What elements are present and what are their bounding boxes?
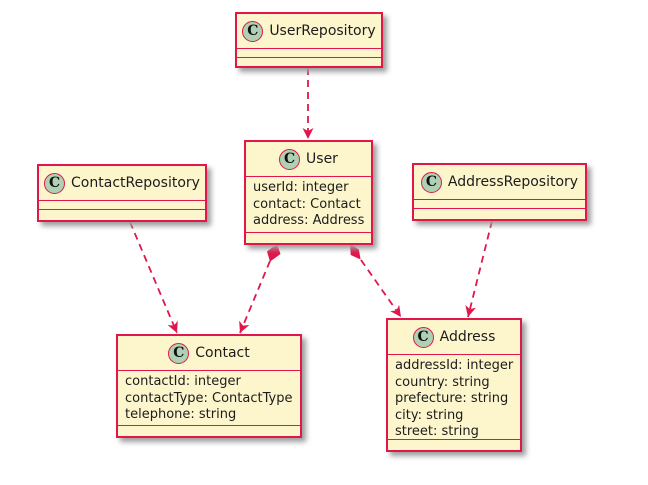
methods-compartment-empty xyxy=(414,209,585,219)
class-node-addressrepository: C AddressRepository xyxy=(412,163,587,221)
attribute-line: address: Address xyxy=(253,213,365,228)
attributes-compartment-empty xyxy=(39,201,205,210)
edge-user-to-contact xyxy=(239,260,271,334)
class-title: C AddressRepository xyxy=(414,165,585,200)
methods-compartment-empty xyxy=(39,210,205,220)
class-node-contact: C Contact contactId: integer contactType… xyxy=(116,334,302,438)
class-stereotype-icon: C xyxy=(168,342,190,364)
class-node-user: C User userId: integer contact: Contact … xyxy=(244,140,373,245)
methods-compartment-empty xyxy=(118,425,300,436)
class-name: Contact xyxy=(195,345,250,361)
attribute-line: contact: Contact xyxy=(253,196,361,212)
attribute-line: userId: integer xyxy=(253,180,349,195)
edge-user-to-address xyxy=(360,259,402,318)
attribute-line: telephone: string xyxy=(125,407,237,422)
class-title: C Contact xyxy=(118,336,300,371)
composition-diamond-user-address xyxy=(350,244,361,260)
class-name: ContactRepository xyxy=(71,175,200,191)
attributes-compartment: userId: integer contact: Contact address… xyxy=(246,177,371,232)
class-title: C Address xyxy=(388,320,520,355)
edge-contactrepository-to-contact xyxy=(129,221,178,334)
composition-diamond-user-contact xyxy=(267,244,281,262)
methods-compartment-empty xyxy=(388,439,520,450)
attributes-compartment: contactId: integer contactType: ContactT… xyxy=(118,371,300,425)
attribute-line: contactId: integer xyxy=(125,374,241,389)
class-node-userrepository: C UserRepository xyxy=(235,12,383,68)
methods-compartment-empty xyxy=(237,58,381,66)
attribute-line: addressId: integer xyxy=(395,358,514,373)
class-title: C UserRepository xyxy=(237,14,381,49)
class-stereotype-icon: C xyxy=(44,172,66,194)
class-name: UserRepository xyxy=(269,23,376,39)
attributes-compartment-empty xyxy=(237,49,381,58)
class-title: C ContactRepository xyxy=(39,166,205,201)
attribute-line: prefecture: string xyxy=(395,391,509,406)
class-name: Address xyxy=(439,329,496,345)
class-name: AddressRepository xyxy=(447,174,579,190)
attributes-compartment-empty xyxy=(414,200,585,209)
class-stereotype-icon: C xyxy=(412,326,434,348)
class-title: C User xyxy=(246,142,371,177)
methods-compartment-empty xyxy=(246,232,371,243)
class-node-contactrepository: C ContactRepository xyxy=(37,164,207,222)
attribute-line: country: string xyxy=(395,374,490,390)
class-stereotype-icon: C xyxy=(242,20,264,42)
class-stereotype-icon: C xyxy=(420,171,442,193)
attribute-line: contactType: ContactType xyxy=(125,390,293,406)
class-name: User xyxy=(306,151,338,167)
class-stereotype-icon: C xyxy=(279,148,301,170)
attributes-compartment: addressId: integer country: string prefe… xyxy=(388,355,520,439)
attribute-line: city: string xyxy=(395,407,464,423)
attribute-line: street: string xyxy=(395,424,479,439)
class-node-address: C Address addressId: integer country: st… xyxy=(386,318,522,452)
edge-addressrepository-to-address xyxy=(465,220,493,318)
